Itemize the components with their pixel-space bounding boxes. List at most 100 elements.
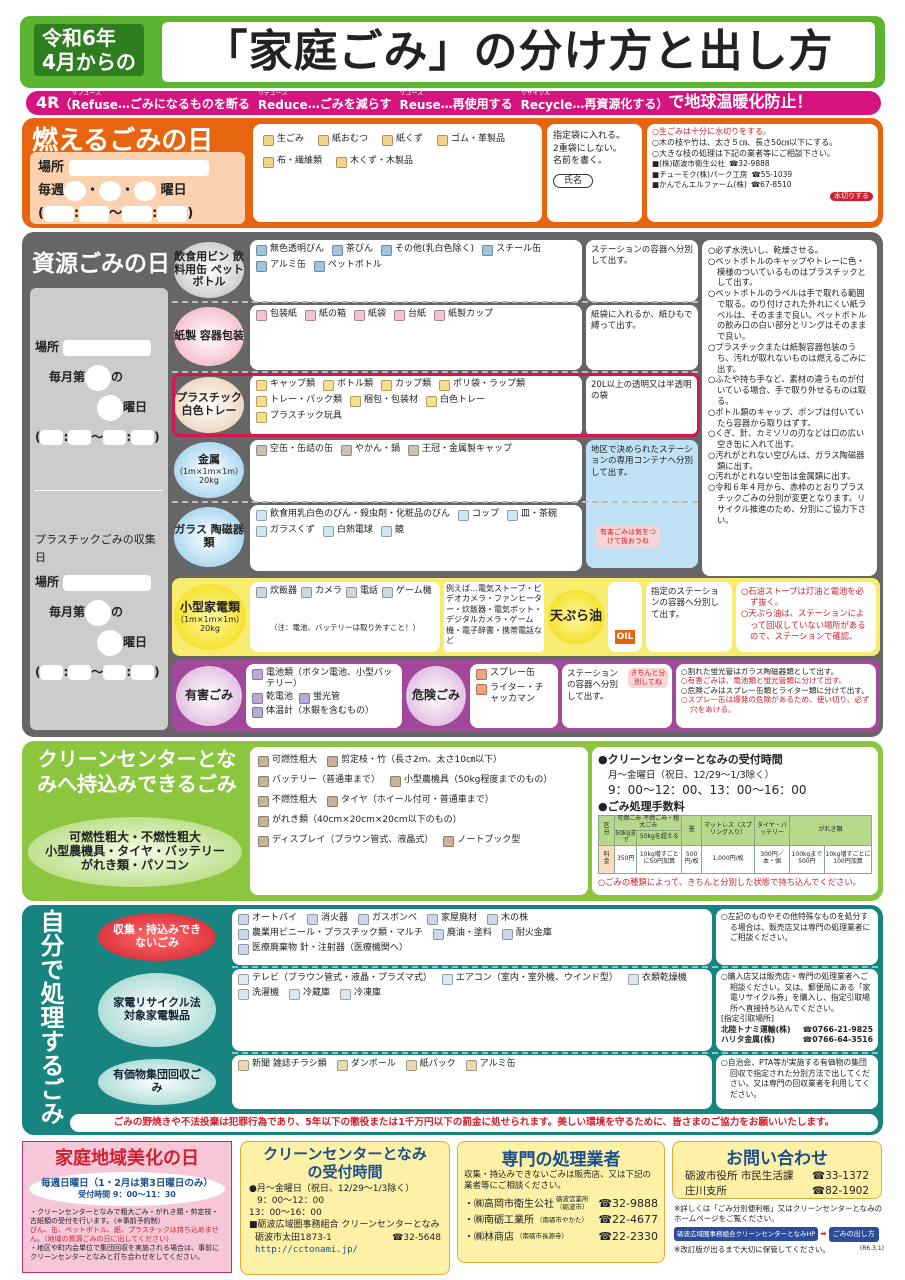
monthly-label: 毎月第 xyxy=(49,605,86,619)
week-number-field[interactable] xyxy=(85,364,112,391)
resource-note: ○プラスチックまたは紙製容器包装のうち、汚れが取れないものは燃えるごみに出す。 xyxy=(708,342,867,374)
place-field[interactable] xyxy=(63,574,152,591)
week-row: 毎月第の xyxy=(35,597,163,627)
colon: : xyxy=(63,430,69,444)
clean-center-section: クリーンセンターとなみへ持込みできるごみ 可燃性粗大・不燃性粗大小型農機具・タイ… xyxy=(22,741,883,901)
category-label: 収集・持込みできないごみ xyxy=(113,923,201,949)
beautify-days: 毎週日曜日（1・2月は第3日曜日のみ） xyxy=(41,1177,213,1189)
summary-line: 可燃性粗大・不燃性粗大 xyxy=(68,830,201,845)
contractor-tel: ☎22-2330 xyxy=(598,1229,658,1243)
designated-place: 北陸トナミ運輸(株)☎0766-21-9825 xyxy=(721,1025,873,1036)
resource-title: 資源ごみの日 xyxy=(32,251,170,277)
time-field[interactable] xyxy=(68,665,92,680)
time-field[interactable] xyxy=(122,205,153,222)
contact-name: 庄川支所 xyxy=(685,1185,727,1198)
item: 電話 xyxy=(346,586,378,598)
time-field[interactable] xyxy=(68,430,92,445)
hours-time: 9：00～12：00、13：00～16：00 xyxy=(608,783,807,797)
item: 木の株 xyxy=(487,913,528,925)
reception-url[interactable]: http://cctonami.jp/ xyxy=(255,1244,358,1255)
item: テレビ（ブラウン管式・液晶・プラズマ式） xyxy=(238,973,432,985)
paren: ) xyxy=(187,206,194,221)
category-label: 天ぷら油 xyxy=(549,608,602,624)
item: 洗濯機 xyxy=(238,988,279,1000)
item: 空缶・缶詰の缶 xyxy=(256,444,333,456)
time-field[interactable] xyxy=(131,665,155,680)
burnable-section: 燃えるごみの日 場所 毎週・・ 曜日 (:～:) 生ごみ紙おむつ紙くずゴム・革製… xyxy=(22,118,883,228)
header-era: 令和6年 xyxy=(42,26,116,50)
company: ■かんでんエルファーム(株)☎67-8510 xyxy=(652,180,873,190)
fee-cell: 10kg増すごとに50円加算 xyxy=(636,844,683,874)
time-field[interactable] xyxy=(43,205,74,222)
disposal-guide-link[interactable]: ごみの出し方 xyxy=(828,1226,879,1242)
item: 剪定枝・竹（長さ2m、太さ10㎝以下） xyxy=(327,755,502,767)
time-field[interactable] xyxy=(79,205,110,222)
category-method: 地区で決められたステーションの専用コンテナへ分別して出す。 xyxy=(586,440,698,568)
category-oval: 金属（1m×1m×1m）20kg xyxy=(174,442,244,498)
item: 生ごみ xyxy=(263,134,304,146)
time-field[interactable] xyxy=(157,205,188,222)
weekday-field[interactable] xyxy=(97,394,123,421)
time-field[interactable] xyxy=(40,665,64,680)
category-label: ガラス 陶磁器類 xyxy=(174,523,244,549)
item: 炊飯器 xyxy=(256,586,297,598)
reception-org: ■砺波広域圏事務組合 クリーンセンターとなみ xyxy=(249,1220,440,1231)
day-field[interactable] xyxy=(134,180,157,201)
burnable-note: ○大きな枝の処理は下記の業者等にご相談下さい。 xyxy=(652,148,835,158)
separator: ・ xyxy=(121,183,135,198)
item: キャップ類 xyxy=(256,379,315,391)
week-number-field[interactable] xyxy=(85,599,112,626)
self-items: オートバイ消火器ガスボンベ家屋廃材木の株農業用ビニール・プラスチック類・マルチ廃… xyxy=(232,909,712,965)
fee-cell: 100kgまで500円 xyxy=(788,844,826,874)
category-label: プラスチック 白色トレー xyxy=(176,391,242,417)
summary-line: がれき類・パソコン xyxy=(80,857,189,872)
item: 冷蔵庫 xyxy=(289,988,330,1000)
category-capacity: （1m×1m×1m）20kg xyxy=(174,467,244,486)
item: その他(乳白色除く) xyxy=(381,244,474,256)
contractors-title: 専門の処理業者 xyxy=(501,1150,621,1170)
hazard-note: ○有害ごみは、電池類と蛍光管類に分けて出す。 xyxy=(681,676,847,686)
four-r-ruby: リサイクル xyxy=(520,90,551,97)
time-field[interactable] xyxy=(40,430,64,445)
drain-badge: 水切りする xyxy=(830,191,873,202)
fee-cell: 500円/枚 xyxy=(681,844,703,874)
hours-days: 月～金曜日（祝日、12/29～1/3除く） xyxy=(608,770,775,781)
category-label: 危険ごみ xyxy=(411,688,460,703)
category-items: 包装紙紙の箱紙袋台紙紙製カップ xyxy=(250,305,582,370)
day-field[interactable] xyxy=(64,180,87,201)
category-small-appliance: 小型家電類（1m×1m×1m）20kg xyxy=(174,584,246,650)
clean-center-items: 可燃性粗大剪定枝・竹（長さ2m、太さ10㎝以下）バッテリー（普通車まで）小型農機… xyxy=(250,747,588,895)
category-oval: 紙製 容器包装 xyxy=(174,307,244,366)
self-items: テレビ（ブラウン管式・液晶・プラズマ式）エアコン（室内・室外機、ウインド型）衣類… xyxy=(232,969,712,1051)
four-r-label: 4R xyxy=(36,93,60,112)
divider xyxy=(232,1052,878,1054)
item: アルミ缶 xyxy=(256,260,306,272)
contractors-intro: 収集・持込みできないごみは販売店、又は下記の業者等にご相談ください。 xyxy=(464,1170,652,1192)
day-field[interactable] xyxy=(99,180,122,201)
time-field[interactable] xyxy=(103,430,127,445)
colon: : xyxy=(73,206,80,221)
time-field[interactable] xyxy=(103,665,127,680)
company-tel: ☎55-1039 xyxy=(751,169,793,179)
separator: ・ xyxy=(86,183,100,198)
paren: （ xyxy=(59,97,72,111)
self-disposal-title: 自分で処理するごみ xyxy=(36,909,64,1125)
illegal-dumping-warning: ごみの野焼きや不法投棄は犯罪行為であり、5年以下の懲役または1千万円以下の罰金に… xyxy=(70,1114,878,1132)
company: ■チューモク(株)パーク工房☎55-1039 xyxy=(652,170,873,180)
oil-bottle: OIL xyxy=(608,582,642,652)
time-field[interactable] xyxy=(131,430,155,445)
place-field[interactable] xyxy=(63,339,152,356)
self-note-text: ○自治会、PTA等が実施する有価物の集団回収で指定された分別方法で出してください… xyxy=(721,1058,870,1099)
item: トレー・パック類 xyxy=(256,395,342,407)
place-field[interactable] xyxy=(68,159,209,176)
fee-row-label: 料 金 xyxy=(597,844,616,874)
time-row: (:～:) xyxy=(35,657,163,687)
weekday-field[interactable] xyxy=(97,629,123,656)
self-note-text: ○左記のものやその他特殊なものを処分する場合は、販売店又は専門の処理業者にご相談… xyxy=(721,912,871,943)
four-r-desc: …再使用する xyxy=(440,97,513,111)
item: 廃油・塗料 xyxy=(433,928,492,940)
homepage-link[interactable]: 砺波広域圏事務組合クリーンセンターとなみHP xyxy=(674,1226,819,1242)
